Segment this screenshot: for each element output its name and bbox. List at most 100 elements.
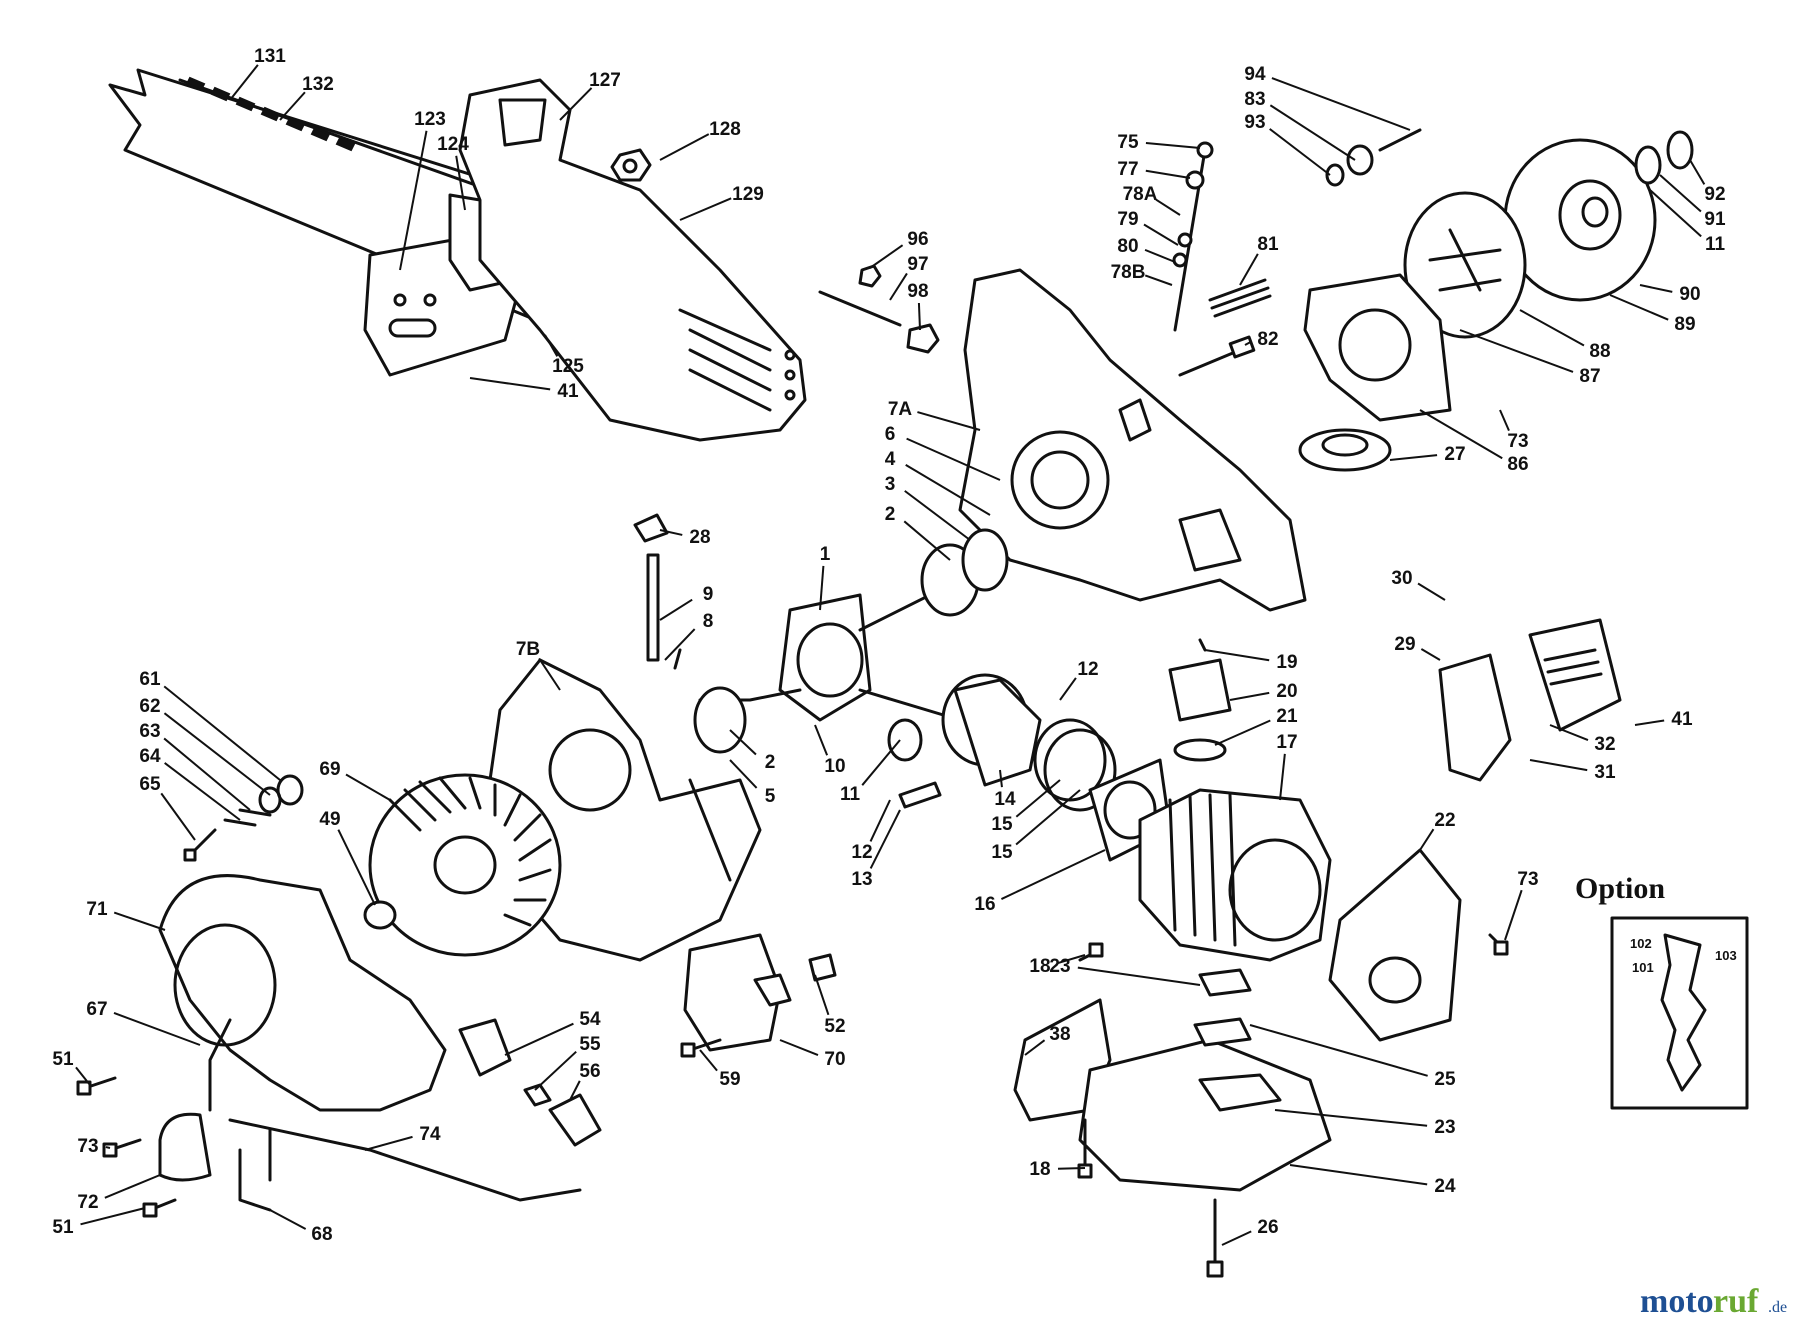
callout-12: 12 <box>1077 659 1098 680</box>
leader-line <box>80 1207 146 1226</box>
ignition-module <box>683 933 837 1052</box>
callout-78A: 78A <box>1123 184 1158 205</box>
leader-line <box>1024 1039 1046 1056</box>
callout-87: 87 <box>1579 366 1600 387</box>
callout-38: 38 <box>1049 1024 1070 1045</box>
callout-5: 5 <box>765 786 776 807</box>
callout-71: 71 <box>86 899 108 920</box>
leader-line <box>659 133 710 161</box>
oil-pump-parts <box>1172 141 1214 332</box>
leader-line <box>1143 223 1179 246</box>
leader-line <box>1499 409 1510 432</box>
callout-41: 41 <box>1671 709 1693 730</box>
leader-line <box>163 685 281 781</box>
watermark-ruf: ruf <box>1713 1283 1759 1320</box>
leader-line <box>1274 1109 1428 1127</box>
muffler <box>1078 1038 1332 1192</box>
callout-14: 14 <box>994 789 1016 810</box>
callout-73: 73 <box>1507 431 1528 452</box>
leader-line <box>1244 341 1252 346</box>
bearings <box>693 528 1009 754</box>
leader-line <box>1459 329 1574 373</box>
leader-line <box>538 657 561 691</box>
callout-28: 28 <box>689 527 710 548</box>
leader-line <box>1420 648 1441 661</box>
callout-20: 20 <box>1276 681 1297 702</box>
leader-line <box>664 628 696 661</box>
screws-51-73 <box>76 1076 177 1218</box>
callout-81: 81 <box>1257 234 1279 255</box>
callout-2: 2 <box>885 504 896 525</box>
leader-line <box>1057 1167 1086 1170</box>
leader-line <box>1000 849 1106 900</box>
pin-82 <box>1178 335 1256 377</box>
callout-51: 51 <box>52 1217 74 1238</box>
callout-73: 73 <box>77 1136 98 1157</box>
leader-line <box>659 598 693 621</box>
nut-49 <box>363 900 397 930</box>
callout-65: 65 <box>139 774 161 795</box>
callout-6: 6 <box>885 424 896 445</box>
callout-13: 13 <box>851 869 872 890</box>
leader-line <box>1289 1164 1428 1186</box>
callout-49: 49 <box>319 809 340 830</box>
option-part-101: 101 <box>1632 960 1654 975</box>
leader-line <box>1269 128 1331 176</box>
callout-11: 11 <box>840 784 861 805</box>
leader-line <box>113 911 166 931</box>
clutch-drum <box>1503 138 1657 302</box>
leader-line <box>819 565 825 611</box>
callout-leaders <box>75 64 1706 1246</box>
callout-15: 15 <box>991 814 1013 835</box>
callout-15: 15 <box>991 842 1013 863</box>
watermark: moto ruf .de <box>1640 1283 1787 1320</box>
leader-line <box>1249 1024 1428 1077</box>
leader-line <box>469 377 551 391</box>
leader-line <box>1015 779 1061 818</box>
gaskets-23-25 <box>1193 968 1252 1047</box>
callout-129: 129 <box>732 184 764 205</box>
air-filter <box>1528 618 1622 732</box>
spark-plug <box>458 1018 602 1147</box>
callout-26: 26 <box>1257 1217 1278 1238</box>
callout-12: 12 <box>851 842 872 863</box>
leader-line <box>1389 454 1438 461</box>
callout-86: 86 <box>1507 454 1528 475</box>
leader-line <box>1634 719 1665 726</box>
callout-77: 77 <box>1117 159 1138 180</box>
leader-line <box>569 1080 581 1101</box>
leader-line <box>1145 142 1201 149</box>
leader-line <box>1057 954 1086 965</box>
leader-line <box>1229 691 1270 701</box>
leader-line <box>889 272 908 301</box>
piston-rings <box>1033 718 1117 812</box>
cylinder <box>1138 788 1332 962</box>
callout-61: 61 <box>139 669 161 690</box>
leader-line <box>1609 294 1669 321</box>
leader-line <box>544 334 559 357</box>
clutch-shoes <box>1403 191 1527 339</box>
callout-67: 67 <box>86 999 107 1020</box>
callout-89: 89 <box>1674 314 1695 335</box>
oil-adjuster-parts <box>818 264 940 354</box>
cylinder-cover-22 <box>1328 848 1462 1042</box>
piston-pin-13 <box>898 781 942 809</box>
callout-32: 32 <box>1594 734 1615 755</box>
callout-69: 69 <box>319 759 340 780</box>
callout-8: 8 <box>703 611 714 632</box>
nut-128 <box>610 148 652 182</box>
ignition-lead-74 <box>228 1118 582 1202</box>
intake-parts-19-21 <box>1168 638 1232 762</box>
leader-line <box>1271 77 1411 131</box>
leader-line <box>455 155 466 211</box>
leader-line <box>917 302 921 331</box>
leader-line <box>906 437 1001 481</box>
leader-line <box>1649 189 1702 238</box>
leader-line <box>659 529 683 536</box>
callout-21: 21 <box>1276 706 1298 727</box>
leader-line <box>814 974 830 1016</box>
crankshaft <box>698 578 962 722</box>
piston <box>941 673 1042 787</box>
